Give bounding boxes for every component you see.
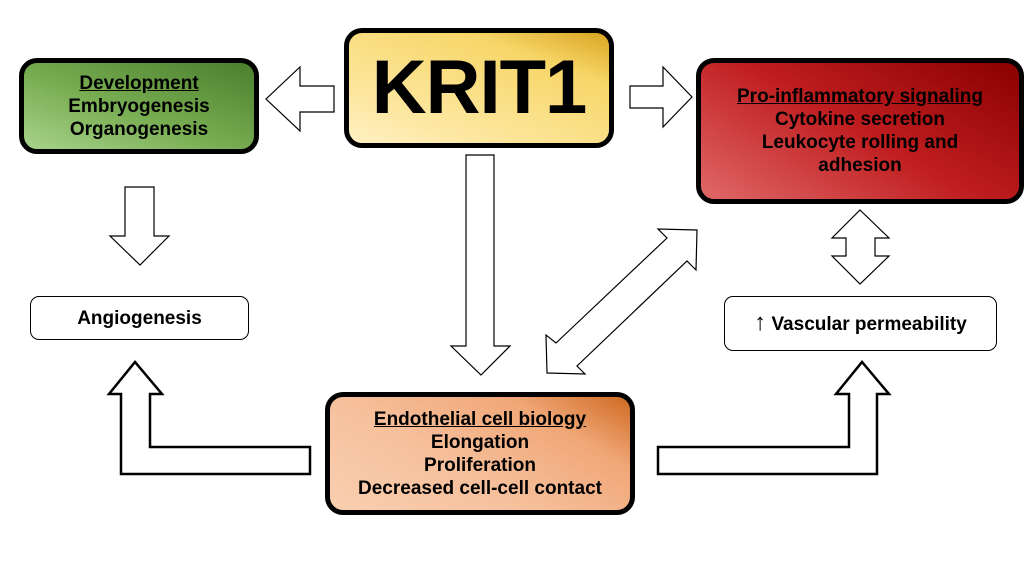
- development-item: Organogenesis: [69, 118, 209, 140]
- arrow-endothelial-inflammatory-bidirectional: [545, 228, 698, 375]
- arrow-development-to-angiogenesis: [108, 186, 171, 266]
- krit1-node: KRIT1: [344, 28, 614, 148]
- angiogenesis-node: Angiogenesis: [30, 296, 249, 340]
- endothelial-node: Endothelial cell biology Elongation Prol…: [325, 392, 635, 515]
- up-arrow-icon: ↑: [754, 309, 767, 336]
- endothelial-item: Decreased cell-cell contact: [358, 477, 602, 499]
- arrow-endothelial-to-permeability: [656, 360, 892, 476]
- inflammatory-node: Pro-inflammatory signaling Cytokine secr…: [696, 58, 1024, 204]
- development-item: Embryogenesis: [68, 95, 210, 117]
- permeability-node: ↑ Vascular permeability: [724, 296, 997, 351]
- inflammatory-item: Cytokine secretion: [775, 109, 945, 130]
- endothelial-header: Endothelial cell biology: [373, 408, 587, 430]
- arrow-krit-to-inflammatory: [629, 65, 693, 129]
- krit1-title: KRIT1: [371, 45, 588, 130]
- development-header: Development: [79, 72, 199, 94]
- inflammatory-item: adhesion: [818, 155, 902, 176]
- angiogenesis-label: Angiogenesis: [77, 307, 202, 329]
- arrow-krit-to-development: [265, 65, 335, 133]
- arrow-endothelial-to-angiogenesis: [106, 360, 312, 476]
- arrow-inflammatory-permeability-bidirectional: [830, 209, 891, 285]
- inflammatory-header: Pro-inflammatory signaling: [737, 86, 983, 107]
- endothelial-item: Elongation: [430, 431, 530, 453]
- permeability-label: Vascular permeability: [771, 314, 967, 335]
- arrow-krit-to-endothelial: [449, 154, 512, 376]
- endothelial-item: Proliferation: [424, 454, 536, 476]
- inflammatory-item: Leukocyte rolling and: [761, 132, 959, 153]
- development-node: Development Embryogenesis Organogenesis: [19, 58, 259, 154]
